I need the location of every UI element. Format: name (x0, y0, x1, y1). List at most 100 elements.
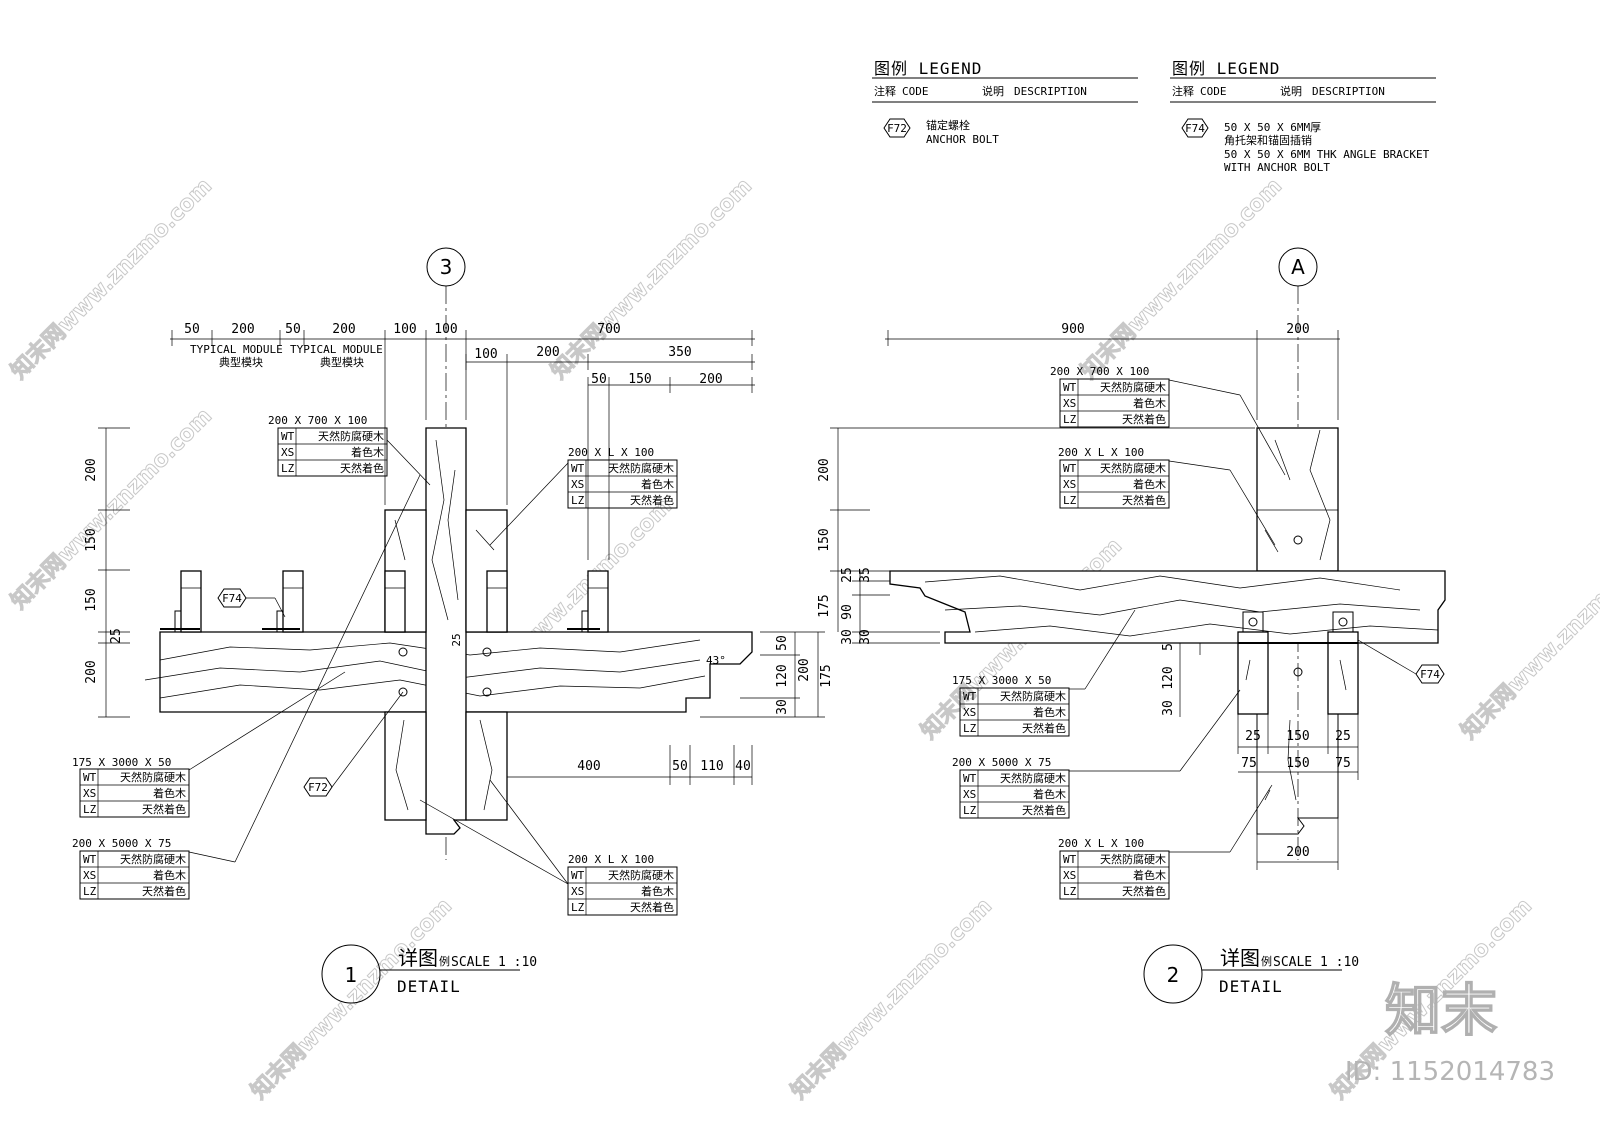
svg-text:WT: WT (963, 772, 977, 785)
svg-text:天然防腐硬木: 天然防腐硬木 (120, 852, 186, 866)
dim-label: 200 (699, 372, 722, 387)
detail-title-en: DETAIL (1219, 977, 1283, 996)
svg-text:XS: XS (963, 788, 976, 801)
detail-number-circle (1143, 944, 1203, 1004)
svg-text:WT: WT (963, 690, 977, 703)
dim-label: 30 (840, 629, 855, 645)
svg-text:天然防腐硬木: 天然防腐硬木 (318, 429, 384, 443)
svg-text:着色木: 着色木 (153, 786, 186, 800)
dim-label: 120 (1161, 666, 1176, 689)
svg-text:天然防腐硬木: 天然防腐硬木 (1100, 380, 1166, 394)
detail-title-cn: 详图 (398, 946, 438, 970)
dim-label: 50 (285, 322, 301, 337)
legend-code-en: CODE (902, 85, 929, 98)
dim-label: 350 (668, 345, 691, 360)
svg-text:天然防腐硬木: 天然防腐硬木 (608, 461, 674, 475)
tag-size: 200 X 5000 X 75 (72, 837, 171, 850)
dim-label: 200 (231, 322, 254, 337)
dim-label: 25 (1335, 729, 1351, 744)
bolt-icon (398, 647, 408, 657)
detail-title-cn: 详图 (1220, 946, 1260, 970)
callout-code: F72 (308, 781, 328, 794)
svg-text:天然着色: 天然着色 (1122, 412, 1166, 426)
dim-label: 200 (1286, 845, 1309, 860)
legend-f74: 图例 LEGEND 注释 CODE 说明 DESCRIPTION F74 50 … (1170, 59, 1436, 174)
timber-post-lower (465, 711, 508, 821)
svg-text:XS: XS (1063, 869, 1076, 882)
dim-label: 150 (84, 528, 99, 551)
dim-label: 200 (332, 322, 355, 337)
legend-desc-cn: 说明 (982, 84, 1004, 98)
timber-post-lower (1237, 631, 1269, 715)
svg-text:LZ: LZ (83, 803, 97, 816)
svg-text:LZ: LZ (571, 494, 585, 507)
dim-label: 25 (1245, 729, 1261, 744)
bolt-icon (1293, 535, 1303, 545)
svg-text:LZ: LZ (1063, 885, 1077, 898)
svg-text:LZ: LZ (281, 462, 295, 475)
svg-text:LZ: LZ (83, 885, 97, 898)
angle-bracket (581, 610, 589, 633)
svg-text:XS: XS (571, 885, 584, 898)
watermark-id: ID: 1152014783 (1345, 1057, 1555, 1087)
bolt-icon (1248, 617, 1258, 627)
dim-label: 200 (84, 458, 99, 481)
legend-code-en: CODE (1200, 85, 1227, 98)
dim-label: 700 (597, 322, 620, 337)
grid-marker-label: A (1291, 255, 1305, 279)
svg-text:WT: WT (1063, 853, 1077, 866)
dim-label: 150 (1286, 756, 1309, 771)
angle-bracket (276, 610, 284, 633)
material-tag: 200 X 5000 X 75 WT 天然防腐硬木 XS 着色木 LZ 天然着色 (72, 474, 421, 900)
svg-text:XS: XS (281, 446, 294, 459)
module-label-cn: 典型模块 (219, 355, 263, 369)
svg-text:XS: XS (83, 787, 96, 800)
dim-label: 110 (700, 759, 723, 774)
svg-text:着色木: 着色木 (1133, 477, 1166, 491)
svg-text:LZ: LZ (571, 901, 585, 914)
svg-text:天然防腐硬木: 天然防腐硬木 (1000, 771, 1066, 785)
svg-text:天然着色: 天然着色 (142, 884, 186, 898)
legend-item-line3: 50 X 50 X 6MM THK ANGLE BRACKET (1224, 148, 1430, 161)
svg-text:XS: XS (571, 478, 584, 491)
callout-code: F74 (222, 592, 242, 605)
tag-size: 175 X 3000 X 50 (952, 674, 1051, 687)
svg-text:着色木: 着色木 (1133, 396, 1166, 410)
svg-text:LZ: LZ (963, 722, 977, 735)
svg-text:天然着色: 天然着色 (340, 461, 384, 475)
detail-2: A 900 200 200 150 25 35 175 90 30 30 50 … (817, 247, 1446, 1004)
svg-text:WT: WT (1063, 381, 1077, 394)
legend-title: 图例 LEGEND (874, 59, 982, 78)
dim-label: 25 (109, 628, 124, 644)
dim-label: 175 (819, 664, 834, 687)
legend-item-line1: 50 X 50 X 6MM厚 (1224, 121, 1321, 134)
dim-label: 150 (84, 588, 99, 611)
dim-label: 30 (1161, 700, 1176, 716)
svg-text:着色木: 着色木 (641, 477, 674, 491)
svg-text:天然着色: 天然着色 (1122, 884, 1166, 898)
dim-label: 200 (536, 345, 559, 360)
timber-rail (282, 570, 304, 633)
tag-size: 200 X L X 100 (568, 446, 654, 459)
svg-text:WT: WT (83, 771, 97, 784)
svg-text:天然防腐硬木: 天然防腐硬木 (1000, 689, 1066, 703)
detail-title-small: 例 (1261, 954, 1272, 968)
dim-label: 100 (393, 322, 416, 337)
watermark-text: 知末网www.znzmo.com (1456, 533, 1600, 744)
dim-label: 150 (1286, 729, 1309, 744)
dim-label: 35 (858, 567, 873, 583)
dim-label: 40 (735, 759, 751, 774)
dim-label: 100 (434, 322, 457, 337)
svg-text:着色木: 着色木 (641, 884, 674, 898)
angle-bracket (1332, 611, 1354, 633)
detail-number: 2 (1167, 963, 1180, 987)
legend-item-line2: ANCHOR BOLT (926, 133, 999, 146)
callout-code: F74 (1420, 668, 1440, 681)
detail-number-circle (321, 944, 381, 1004)
svg-text:WT: WT (83, 853, 97, 866)
tag-size: 200 X L X 100 (568, 853, 654, 866)
